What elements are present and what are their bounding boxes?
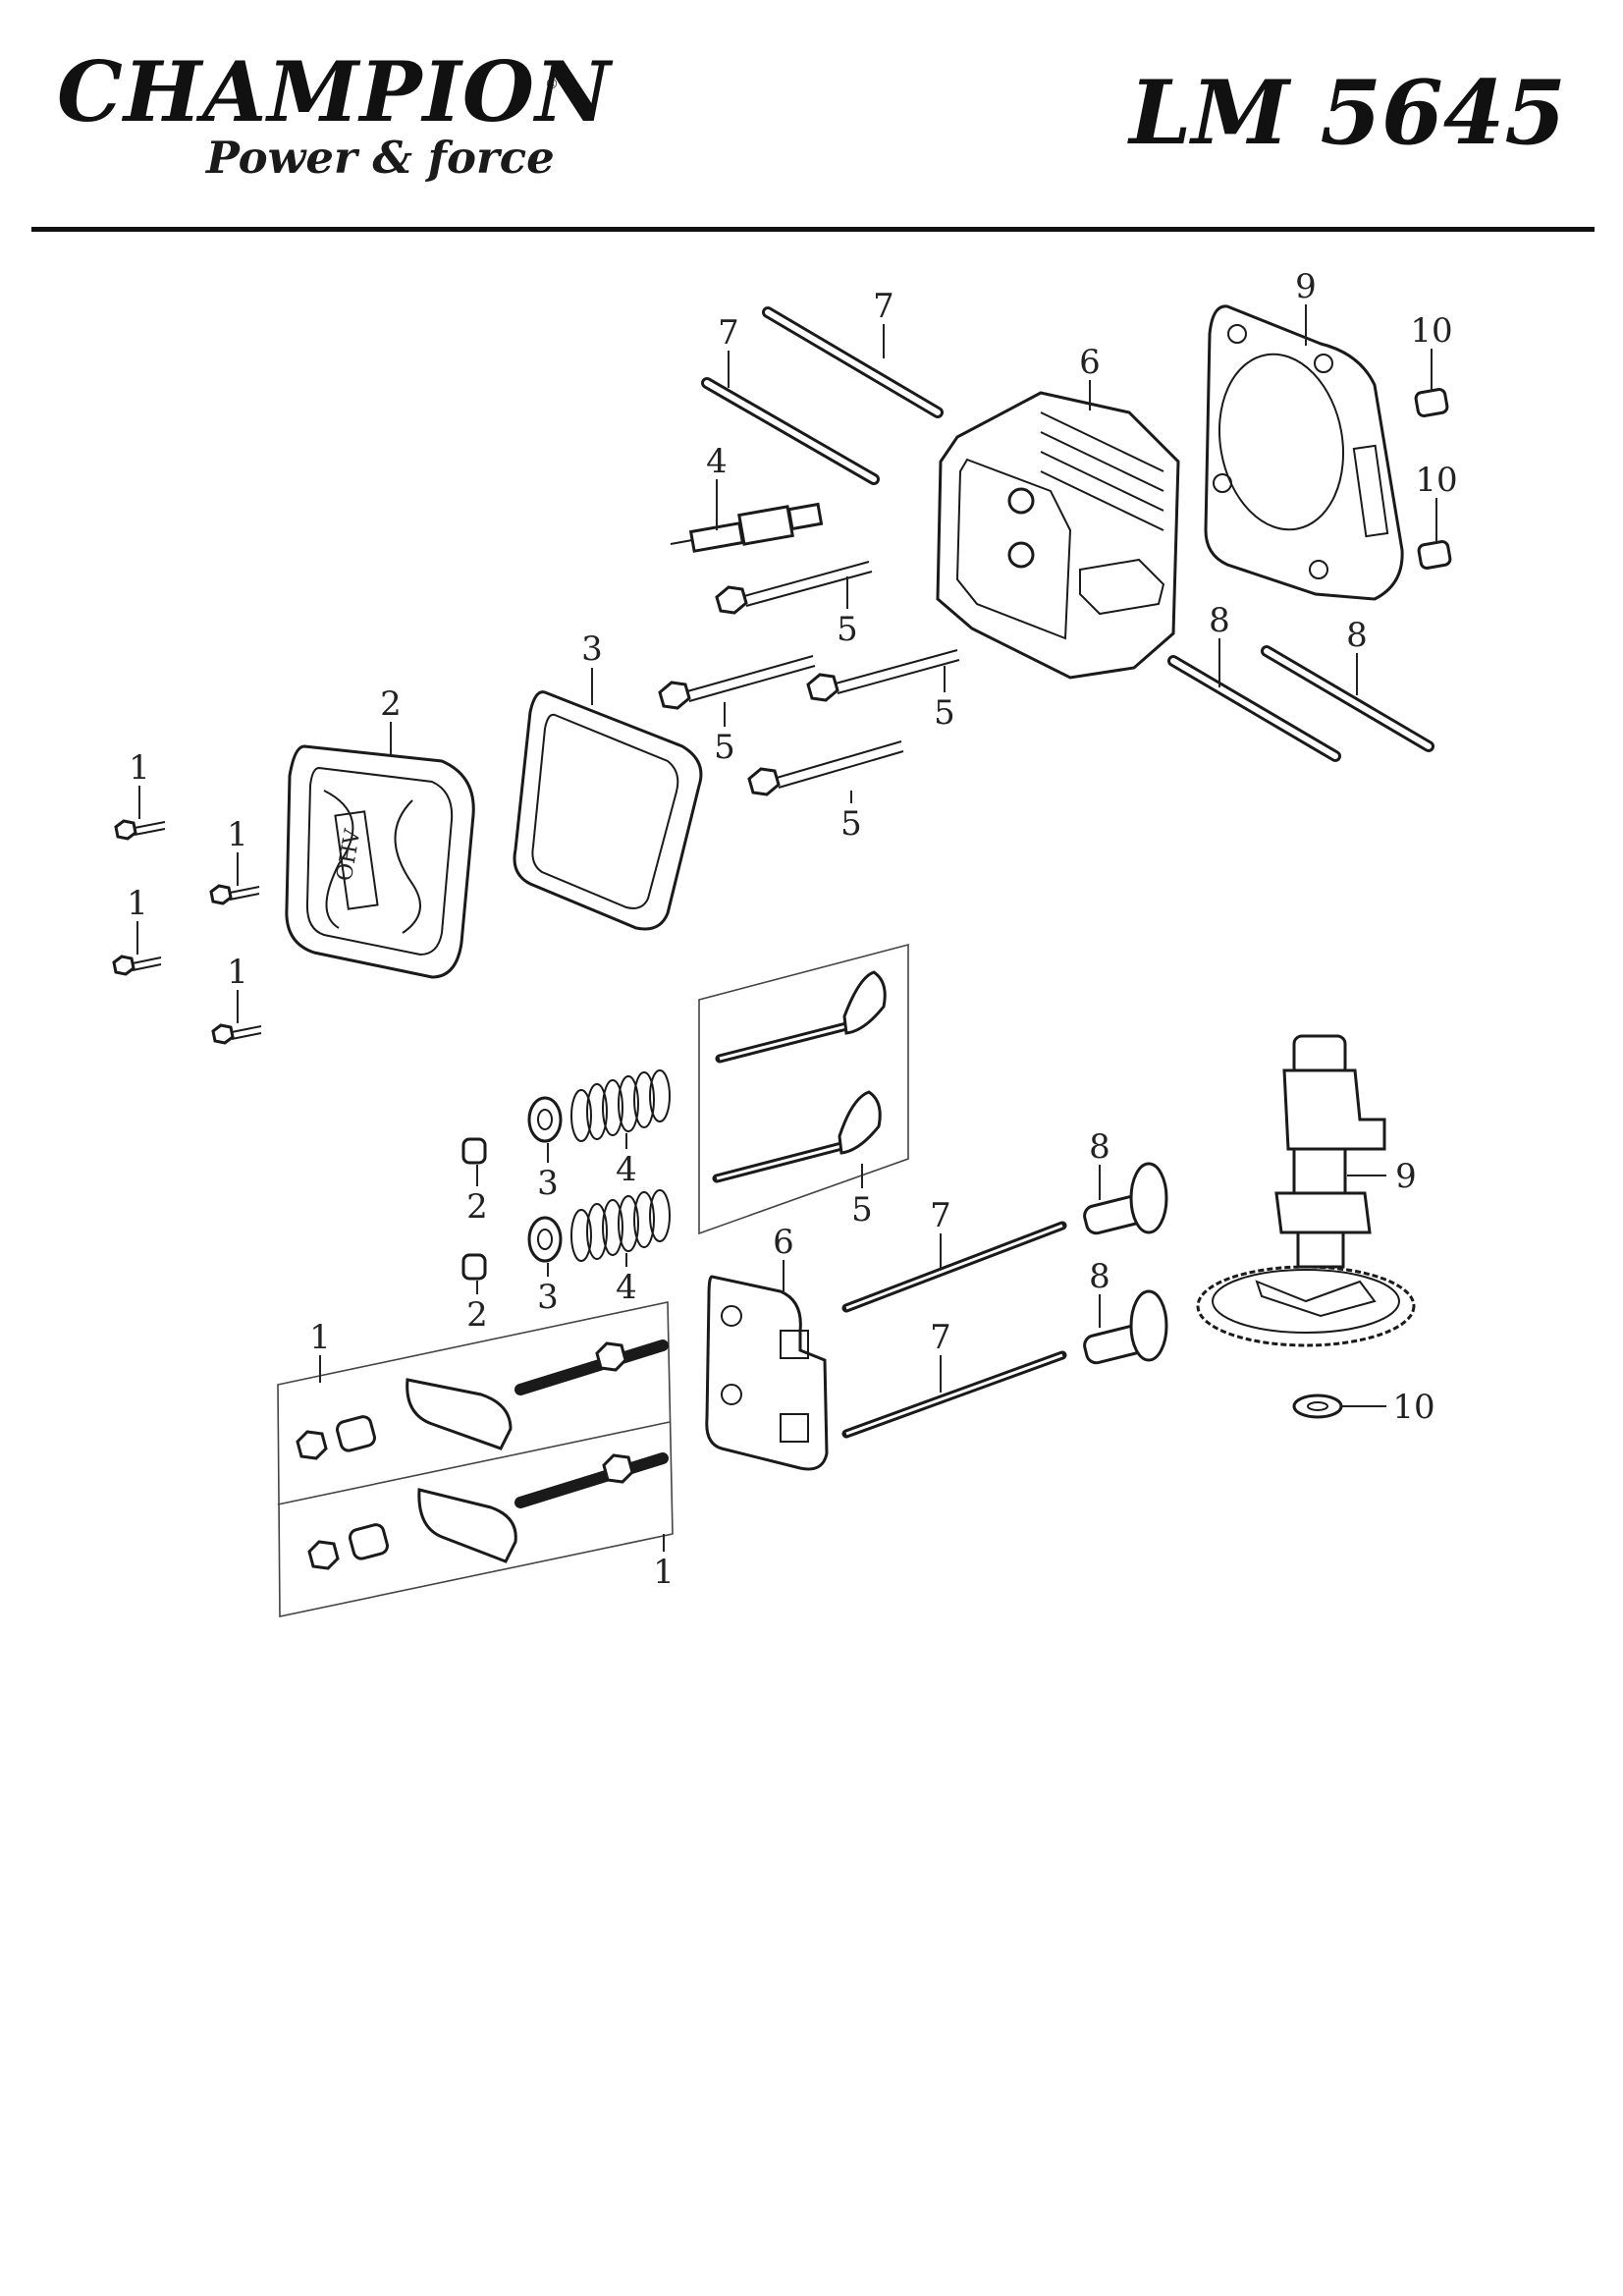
header-divider bbox=[31, 227, 1595, 232]
bottom-part-labels: 1 1 2 2 3 3 4 4 5 6 7 7 8 8 9 10 bbox=[309, 1127, 1434, 1592]
rocker-pivot-lower bbox=[348, 1523, 389, 1560]
cover-bolt-1 bbox=[114, 819, 166, 841]
label-top-1d: 1 bbox=[227, 953, 248, 992]
rocker-nut-lower bbox=[307, 1540, 340, 1570]
push-rod-guide-plate bbox=[705, 1275, 829, 1471]
top-part-labels: 1 1 1 1 2 3 4 5 5 5 5 6 7 7 8 8 9 10 bbox=[127, 267, 1458, 1023]
label-top-1c: 1 bbox=[127, 884, 148, 923]
camshaft bbox=[1196, 1034, 1416, 1347]
label-top-9: 9 bbox=[1295, 267, 1317, 306]
cover-bolt-3 bbox=[112, 955, 162, 976]
rocker-nut-upper bbox=[296, 1430, 328, 1460]
valve-seal-1 bbox=[461, 1137, 487, 1165]
label-top-1a: 1 bbox=[129, 748, 150, 788]
dowel-pin-2 bbox=[1417, 540, 1452, 570]
label-top-7b: 7 bbox=[873, 287, 894, 326]
brand-tagline: Power & force bbox=[206, 132, 555, 184]
head-bolt-4 bbox=[747, 740, 904, 796]
valves-group bbox=[698, 943, 909, 1235]
valve-spring-1 bbox=[570, 1069, 671, 1142]
head-stud-right-2 bbox=[1261, 645, 1434, 752]
label-top-10a: 10 bbox=[1410, 311, 1452, 351]
tappet-1 bbox=[1083, 1162, 1168, 1235]
label-bot-3a: 3 bbox=[537, 1164, 559, 1203]
head-bolt-1 bbox=[715, 561, 873, 615]
champion-logo: CHAMPION ® Power & force bbox=[57, 51, 611, 198]
label-top-5c: 5 bbox=[934, 693, 955, 733]
cover-gasket bbox=[513, 690, 703, 931]
label-bot-4b: 4 bbox=[616, 1268, 637, 1307]
rocker-stud-upper bbox=[514, 1339, 669, 1395]
head-stud-top-2 bbox=[701, 377, 880, 485]
head-bolt-2 bbox=[658, 655, 816, 710]
valve-spring-2 bbox=[570, 1189, 671, 1262]
model-number: LM 5645 bbox=[1129, 61, 1566, 165]
rocker-arm-upper bbox=[406, 1378, 513, 1450]
brand-name: CHAMPION bbox=[57, 43, 612, 140]
cylinder-head bbox=[936, 391, 1180, 680]
dowel-pin-1 bbox=[1414, 388, 1449, 417]
valve-seal-2 bbox=[461, 1253, 487, 1281]
label-top-3: 3 bbox=[581, 629, 603, 669]
label-bot-3b: 3 bbox=[537, 1278, 559, 1317]
rocker-arm-group bbox=[277, 1301, 674, 1617]
exhaust-valve bbox=[712, 1090, 882, 1183]
head-bolt-3 bbox=[806, 649, 960, 702]
registered-mark: ® bbox=[545, 77, 559, 92]
label-bot-6: 6 bbox=[773, 1223, 794, 1262]
spring-retainer-2 bbox=[527, 1216, 563, 1263]
spark-plug bbox=[670, 502, 824, 553]
label-bot-5: 5 bbox=[851, 1190, 873, 1230]
label-top-1b: 1 bbox=[227, 815, 248, 854]
rocker-stud-lower bbox=[514, 1452, 669, 1508]
label-bot-1a: 1 bbox=[309, 1318, 331, 1357]
label-bot-2a: 2 bbox=[466, 1187, 488, 1227]
label-bot-4a: 4 bbox=[616, 1150, 637, 1189]
tappet-2 bbox=[1083, 1289, 1168, 1365]
label-top-2: 2 bbox=[380, 684, 402, 724]
label-bot-7b: 7 bbox=[930, 1318, 951, 1357]
label-top-5d: 5 bbox=[840, 804, 862, 844]
head-stud-right-1 bbox=[1167, 655, 1341, 762]
spring-retainer-1 bbox=[527, 1096, 563, 1143]
label-top-5b: 5 bbox=[714, 728, 735, 767]
cover-bolt-2 bbox=[209, 884, 260, 905]
intake-valve bbox=[715, 970, 887, 1064]
label-top-5a: 5 bbox=[837, 610, 858, 649]
rocker-pivot-upper bbox=[335, 1415, 376, 1452]
label-top-8a: 8 bbox=[1209, 601, 1230, 640]
push-rod-1 bbox=[841, 1221, 1067, 1313]
label-top-6: 6 bbox=[1079, 343, 1101, 382]
label-bot-8a: 8 bbox=[1089, 1127, 1110, 1167]
label-top-7a: 7 bbox=[718, 313, 739, 353]
label-top-10b: 10 bbox=[1415, 461, 1457, 500]
page-header: CHAMPION ® Power & force LM 5645 bbox=[0, 0, 1623, 236]
label-bot-9: 9 bbox=[1395, 1157, 1417, 1196]
label-top-8b: 8 bbox=[1346, 616, 1368, 655]
valve-cover: OHV bbox=[285, 744, 475, 979]
rocker-arm-lower bbox=[417, 1488, 517, 1563]
label-bot-2b: 2 bbox=[466, 1295, 488, 1335]
label-bot-7a: 7 bbox=[930, 1196, 951, 1235]
camshaft-washer bbox=[1292, 1394, 1343, 1419]
label-bot-10: 10 bbox=[1392, 1388, 1434, 1427]
label-top-4: 4 bbox=[706, 442, 728, 481]
head-stud-top-1 bbox=[762, 306, 944, 418]
label-bot-8b: 8 bbox=[1089, 1257, 1110, 1296]
label-bot-1b: 1 bbox=[653, 1553, 675, 1592]
head-gasket bbox=[1204, 304, 1404, 601]
push-rod-2 bbox=[841, 1350, 1067, 1439]
cover-bolt-4 bbox=[211, 1023, 262, 1045]
